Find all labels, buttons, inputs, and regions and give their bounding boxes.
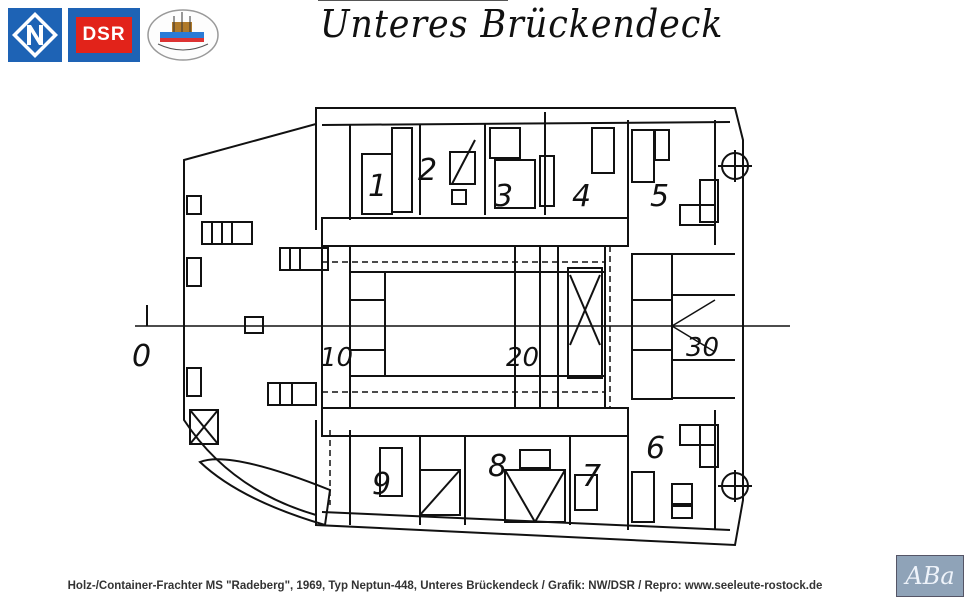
dsr-logo-text: DSR bbox=[76, 17, 132, 53]
room-label-7: 7 bbox=[582, 459, 601, 494]
caption: Holz-/Container-Frachter MS "Radeberg", … bbox=[67, 580, 823, 592]
central-stair-block bbox=[349, 245, 606, 409]
room-label-8: 8 bbox=[488, 449, 507, 484]
aba-logo: ABa bbox=[896, 555, 964, 597]
room-label-3: 3 bbox=[494, 179, 513, 214]
room-label-9: 9 bbox=[372, 467, 391, 502]
dsr-logo: DSR bbox=[68, 8, 140, 62]
frame-label-20: 20 bbox=[506, 343, 539, 373]
room-label-5: 5 bbox=[650, 179, 669, 214]
page-title: Unteres Brückendeck bbox=[320, 2, 724, 46]
title-rule bbox=[318, 0, 508, 1]
frame-label-30: 30 bbox=[686, 333, 719, 363]
seeleute-seal-logo bbox=[147, 9, 219, 61]
neptun-logo bbox=[8, 8, 62, 62]
room-label-6: 6 bbox=[646, 431, 665, 466]
deck-plan: 1 2 3 4 5 6 7 8 9 0 10 20 30 bbox=[132, 107, 790, 547]
room-label-4: 4 bbox=[572, 179, 591, 214]
room-label-2: 2 bbox=[418, 153, 437, 188]
hull-outline bbox=[183, 107, 744, 547]
room-label-1: 1 bbox=[368, 169, 387, 204]
frame-label-0: 0 bbox=[132, 339, 151, 374]
frame-label-10: 10 bbox=[320, 343, 353, 373]
